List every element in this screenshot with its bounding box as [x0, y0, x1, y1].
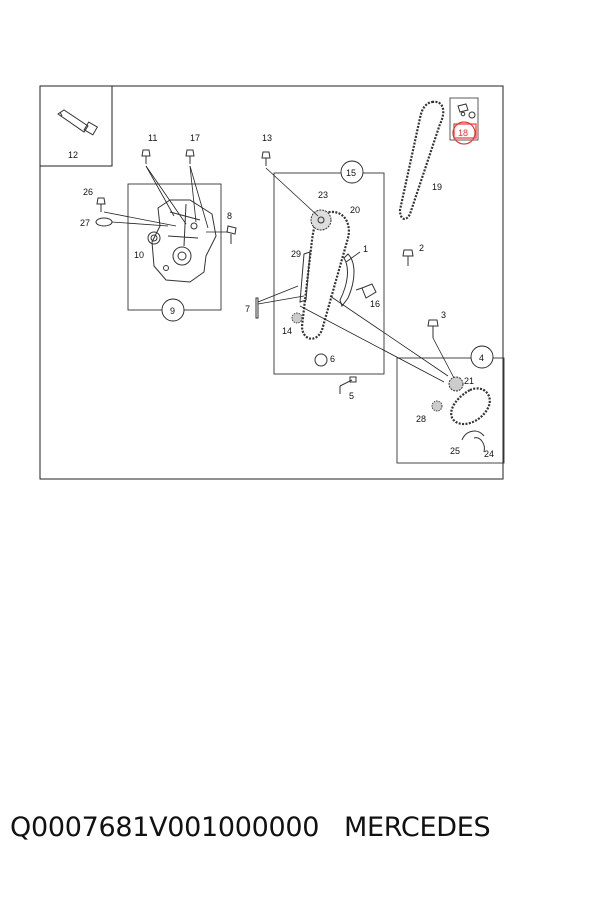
- callout-1: 1: [363, 244, 368, 254]
- timing-cover-icon: [151, 199, 217, 283]
- crank-sprocket-icon: [291, 312, 303, 324]
- callout-24: 24: [484, 449, 494, 459]
- callout-2: 2: [419, 243, 424, 253]
- callout-4: 4: [479, 353, 484, 363]
- callout-19: 19: [432, 182, 442, 192]
- callout-21: 21: [464, 376, 474, 386]
- caption-spacer: [319, 812, 344, 843]
- small-sprocket-icon: [431, 400, 443, 412]
- seal-ring-icon: [314, 353, 328, 367]
- bolt-icon: [427, 319, 439, 338]
- callout-10: 10: [134, 250, 144, 260]
- bolt-icon: [141, 149, 151, 164]
- leader-lines-group-15: [257, 167, 449, 383]
- callout-29: 29: [291, 249, 301, 259]
- retaining-clip-icon: [461, 430, 485, 453]
- highlight-box-18: [453, 123, 477, 139]
- callout-12: 12: [68, 150, 78, 160]
- o-ring-icon: [95, 217, 113, 227]
- callout-3: 3: [441, 310, 446, 320]
- callout-circle-9: [161, 298, 185, 322]
- inset-box-18: [449, 97, 479, 141]
- footer-caption: Q0007681V001000000 MERCEDES: [10, 812, 590, 852]
- callout-26: 26: [83, 187, 93, 197]
- oil-pump-sprocket-icon: [448, 376, 464, 392]
- callout-5: 5: [349, 391, 354, 401]
- chain-link-icon: [457, 103, 476, 119]
- bolt-icon: [96, 197, 106, 212]
- guide-rail-icon: [299, 251, 311, 303]
- leader-lines-group-4: [432, 337, 455, 379]
- callout-6: 6: [330, 354, 335, 364]
- bolt-icon: [261, 151, 271, 166]
- callout-18: 18: [458, 128, 468, 138]
- callout-20: 20: [350, 205, 360, 215]
- oil-pump-chain-icon: [450, 387, 491, 426]
- callout-27: 27: [80, 218, 90, 228]
- shaft-seal-icon: [147, 231, 161, 245]
- callout-23: 23: [318, 190, 328, 200]
- leader-lines-group-9: [103, 165, 228, 233]
- group-box-15: [273, 172, 385, 375]
- chain-tensioner-icon: [355, 283, 377, 299]
- bolt-icon: [185, 149, 195, 164]
- sprocket-icon: [310, 209, 332, 231]
- callout-11: 11: [148, 133, 157, 143]
- screw-icon: [339, 376, 357, 394]
- callout-13: 13: [262, 133, 272, 143]
- highlight-circle-18: [452, 121, 476, 145]
- diagram-frame: [39, 85, 504, 480]
- tensioner-rail-icon: [339, 253, 355, 308]
- part-code: Q0007681V001000000: [10, 812, 320, 843]
- brand-name: MERCEDES: [344, 812, 491, 843]
- callout-14: 14: [282, 326, 292, 336]
- bolt-icon: [226, 225, 237, 244]
- callout-7: 7: [245, 304, 250, 314]
- callout-9: 9: [170, 306, 175, 316]
- callout-28: 28: [416, 414, 426, 424]
- callout-16: 16: [370, 299, 380, 309]
- group-box-4: [396, 357, 505, 464]
- callout-8: 8: [227, 211, 232, 221]
- callout-circle-4: [470, 345, 494, 369]
- group-box-9: [127, 183, 222, 311]
- bolt-icon: [402, 249, 414, 266]
- callout-25: 25: [450, 446, 460, 456]
- callout-circle-15: [340, 160, 364, 184]
- timing-chain-long-icon: [398, 100, 445, 220]
- callout-15: 15: [346, 168, 356, 178]
- sealant-tube-icon: [57, 109, 99, 136]
- inset-box-12: [40, 85, 113, 167]
- callout-17: 17: [190, 133, 200, 143]
- pin-icon: [255, 297, 259, 319]
